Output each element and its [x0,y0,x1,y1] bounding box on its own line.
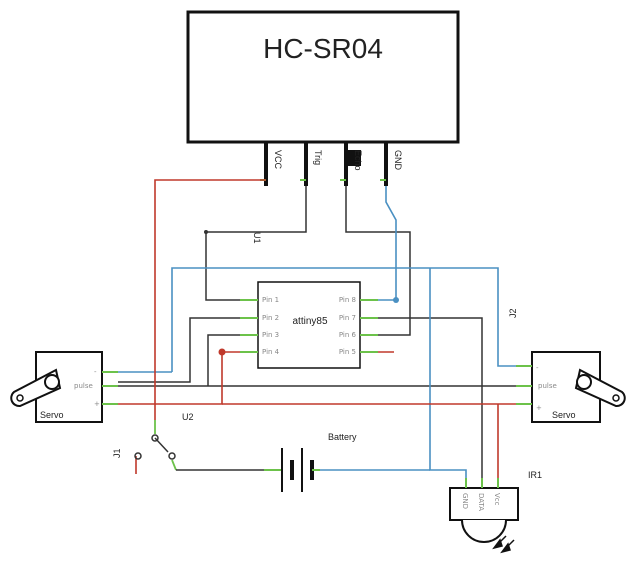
switch-j1 [134,434,176,460]
chip-right-leads [360,299,378,353]
switch-leads [154,420,177,471]
label-j1: J1 [112,448,122,458]
chip-pin-2: Pin 2 [262,314,279,322]
servo-right [531,351,626,423]
servo-left-minus: - [94,368,97,376]
servo-left-pulse: pulse [74,382,93,390]
battery [264,448,320,492]
ir-pin-gnd: GND [461,493,469,509]
servo-left-name: Servo [40,410,64,420]
junction-u1 [204,230,208,234]
label-u1: U1 [252,232,262,244]
junction-pin4 [218,348,226,356]
ir-light-arrows-icon [492,535,515,554]
servo-right-pulse: pulse [538,382,557,390]
chip-pin-4: Pin 4 [262,348,280,356]
chip-pin-7: Pin 7 [339,314,356,322]
chip-pin-1: Pin 1 [262,296,279,304]
ir-pin-vcc: Vcc [493,493,501,506]
chip-pin-6: Pin 6 [339,331,357,339]
pin-label-vcc: VCC [273,150,283,170]
label-j2: J2 [508,308,518,318]
echo-pin-marker [347,150,361,166]
label-battery: Battery [328,432,357,442]
servo-right-minus: - [536,364,539,372]
junction-pin8 [393,297,399,303]
ir-leads [465,478,499,488]
servo-right-name: Servo [552,410,576,420]
pin-label-trig: Trig [313,150,323,165]
label-u2: U2 [182,412,194,422]
pin-label-echo: Echo [353,150,363,171]
ir-pin-data: DATA [477,493,485,511]
chip-name: attiny85 [292,316,327,327]
servo-right-leads [516,365,532,405]
label-ir1: IR1 [528,470,542,480]
hcsr04-pin-legs [264,142,388,186]
hcsr04-title: HC-SR04 [263,33,383,64]
chip-pin-5: Pin 5 [339,348,356,356]
pin-label-gnd: GND [393,150,403,171]
chip-left-leads [240,299,258,353]
ir-receiver [449,487,519,543]
chip-pin-3: Pin 3 [262,331,279,339]
servo-left [10,351,103,423]
servo-right-plus: + [536,404,542,412]
hcsr04-module-body [186,10,460,144]
chip-pin-8: Pin 8 [339,296,356,304]
servo-left-plus: + [94,400,100,408]
attiny85-chip [257,281,361,369]
servo-left-leads [102,371,118,405]
